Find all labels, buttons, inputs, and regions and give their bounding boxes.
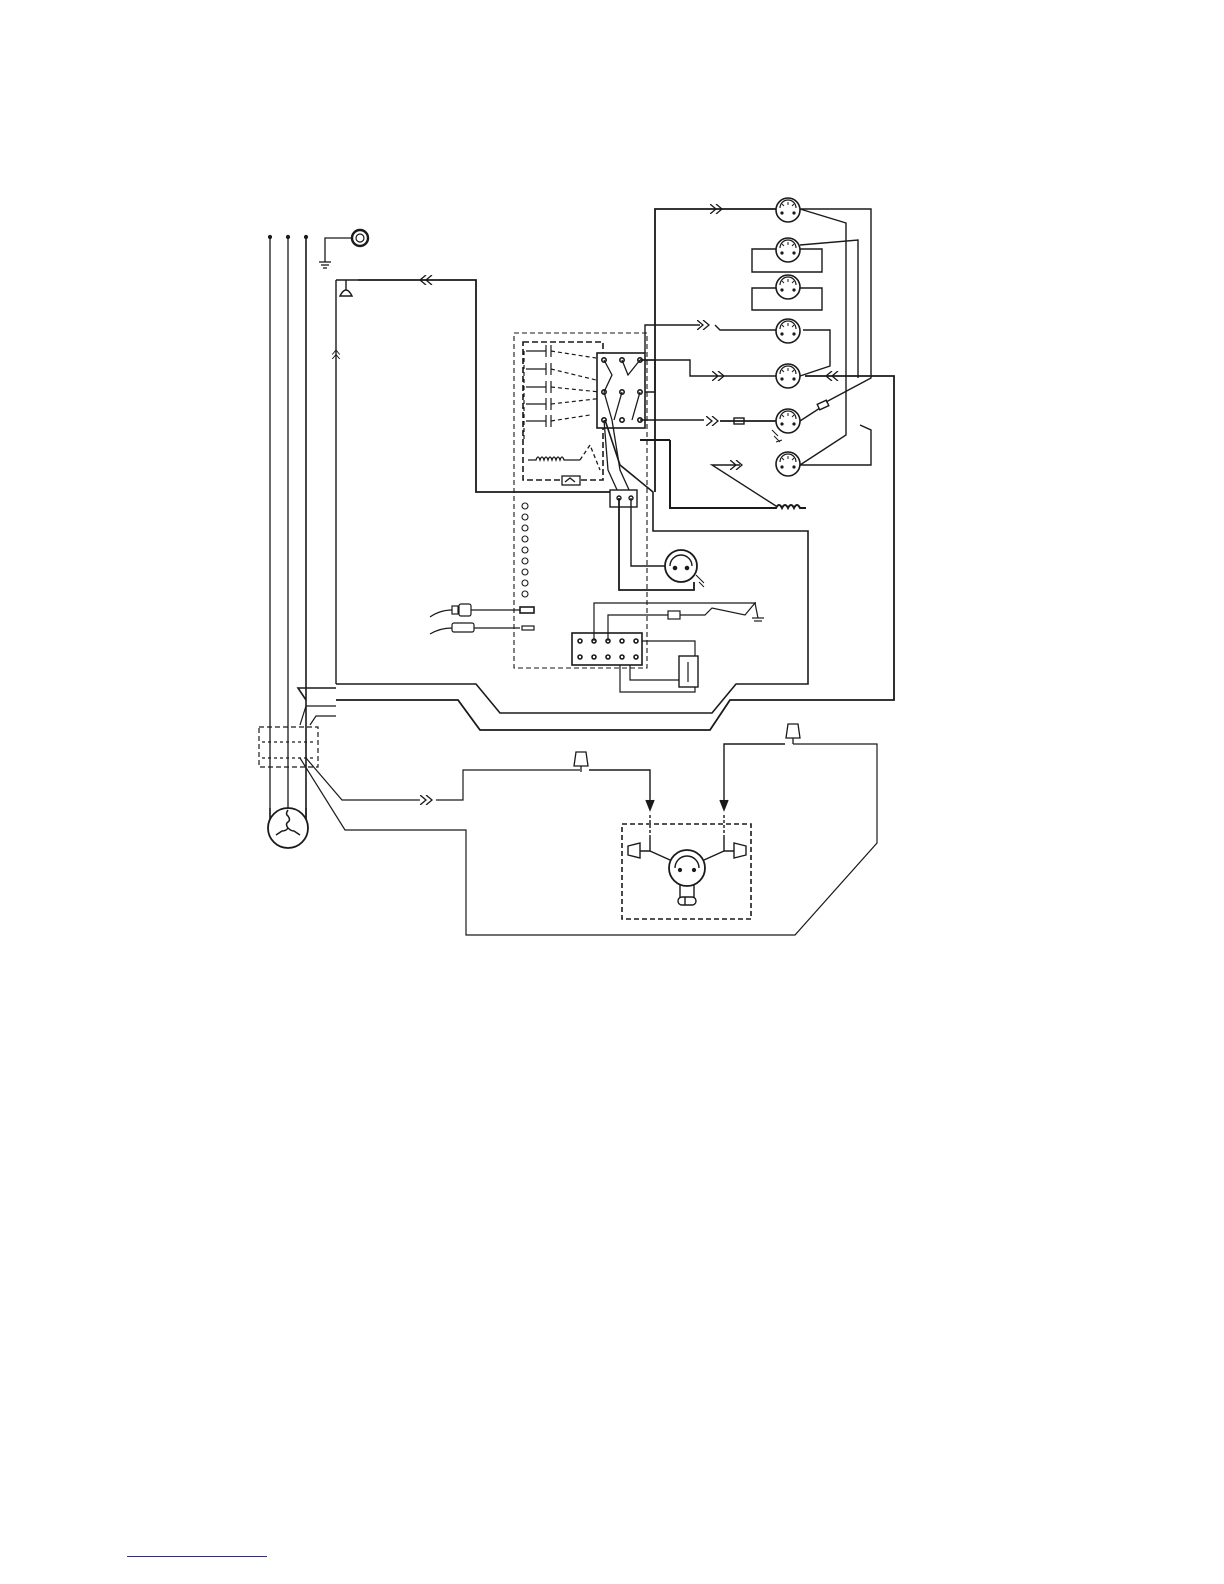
- relay-contact: [526, 381, 600, 393]
- terminal-pin: [522, 569, 528, 575]
- terminal-pin: [522, 514, 528, 520]
- relay-enclosure: [523, 342, 603, 480]
- wire-nut-icon: [786, 724, 800, 744]
- wye-motor-icon: [268, 808, 308, 848]
- ground-icon: [319, 230, 368, 268]
- inductor-coil-icon: [528, 445, 600, 485]
- relay-contact: [526, 363, 596, 380]
- terminal-pin: [522, 536, 528, 542]
- relay-contact: [526, 415, 590, 427]
- terminal-pin: [522, 547, 528, 553]
- relay-contact: [526, 398, 604, 410]
- terminal-pin: [522, 558, 528, 564]
- pump-feed-wiring: [589, 744, 785, 810]
- probe-sensor-icon: [430, 604, 534, 617]
- terminal-block: [572, 633, 642, 665]
- relay-contacts: [524, 345, 604, 440]
- sensor-probes: [430, 604, 534, 634]
- wire-nut-icon: [574, 752, 588, 772]
- terminal-pin: [522, 503, 528, 509]
- terminal-pin: [522, 525, 528, 531]
- probe-sensor-icon: [430, 623, 534, 634]
- fitting-icon: [776, 238, 800, 262]
- connector-arrow: [420, 795, 432, 805]
- relay-contact: [526, 345, 596, 358]
- terminal-column: [522, 503, 528, 597]
- terminal-pin: [522, 580, 528, 586]
- pump-motor-icon: [622, 815, 751, 919]
- right-fittings: [776, 198, 800, 476]
- footer-rule: [127, 1556, 267, 1557]
- supply-lines: [268, 235, 307, 820]
- terminal-pin: [522, 591, 528, 597]
- switch-terminal: [610, 490, 637, 507]
- fitting-icon: [776, 452, 800, 476]
- fitting-icon: [776, 275, 800, 299]
- connector-arrow: [706, 416, 718, 426]
- junction-block: [259, 688, 877, 935]
- motor-icon: [619, 498, 704, 590]
- fitting-icon: [776, 198, 800, 222]
- fitting-icon: [776, 409, 800, 433]
- fitting-icon: [776, 364, 800, 388]
- fitting-icon: [776, 319, 800, 343]
